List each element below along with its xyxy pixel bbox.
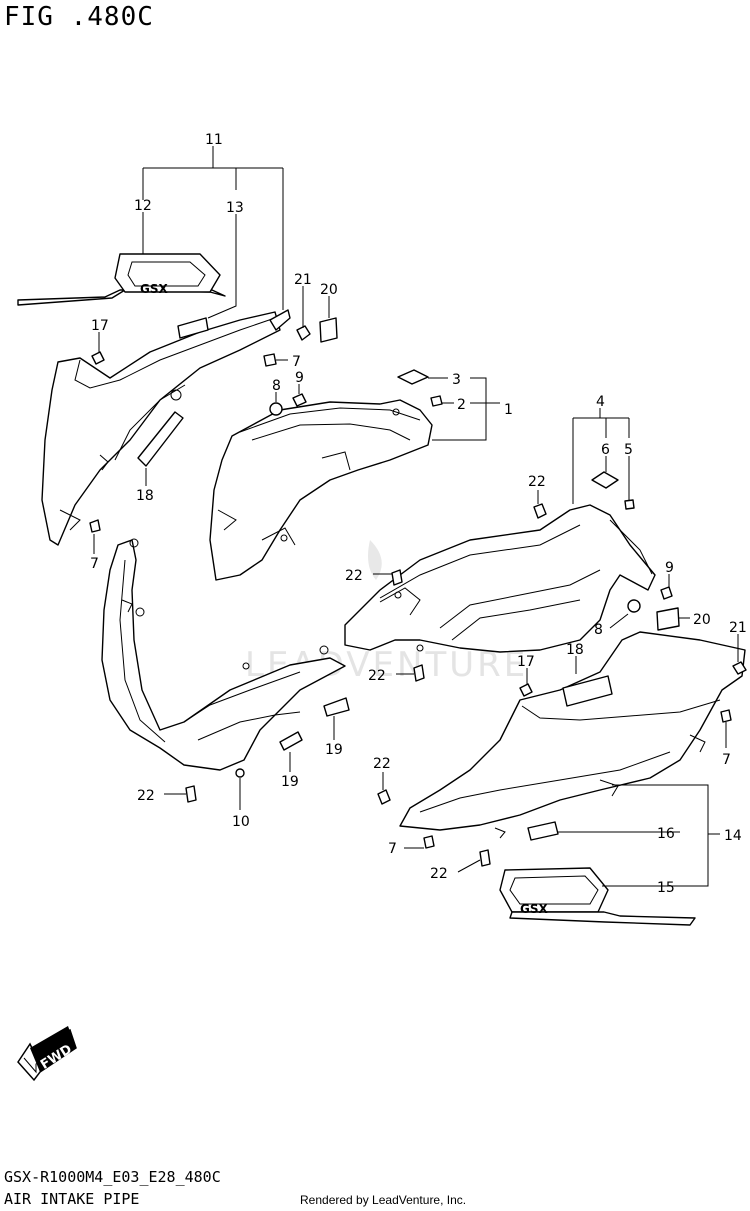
- callout-13: 13: [226, 200, 244, 216]
- fwd-direction-arrow: FWD: [17, 1026, 77, 1082]
- section-name: AIR INTAKE PIPE: [4, 1190, 140, 1208]
- pad-3: [397, 369, 429, 385]
- callout-9-top: 9: [295, 370, 304, 386]
- callout-22-mid: 22: [345, 568, 363, 584]
- grommet-21-top: [296, 325, 311, 341]
- pad-6: [591, 471, 619, 489]
- callout-22-left: 22: [137, 788, 155, 804]
- callout-20-top: 20: [320, 282, 338, 298]
- callout-16: 16: [657, 826, 675, 842]
- right-lower-cowl: [399, 631, 746, 839]
- pad-18-right: [562, 675, 613, 707]
- left-upper-cowl: [41, 309, 291, 546]
- pad-19-a: [279, 731, 303, 751]
- screw-17-right: [519, 683, 533, 697]
- leader-lines: [93, 146, 739, 887]
- logo-decal-text-lower: GSX: [520, 902, 548, 916]
- callout-22-bottom-a: 22: [373, 756, 391, 772]
- render-credit: Rendered by LeadVenture, Inc.: [300, 1193, 467, 1207]
- callout-15: 15: [657, 880, 675, 896]
- bolt-22-right-top: [533, 503, 547, 519]
- callout-18-left: 18: [136, 488, 154, 504]
- callout-numbers: 11 12 13 21 20 17 7 8 9 3 2 1 4 6 5 18 2…: [90, 132, 747, 896]
- screw-17-top: [91, 351, 105, 365]
- callout-11: 11: [205, 132, 223, 148]
- callout-8-top: 8: [272, 378, 281, 394]
- pad-5: [624, 499, 635, 510]
- bolt-22-left: [185, 785, 197, 803]
- logo-decal-text: GSX: [140, 282, 168, 296]
- callout-7-left: 7: [90, 556, 99, 572]
- screw-9-right: [660, 586, 673, 600]
- callout-22-bottom-b: 22: [430, 866, 448, 882]
- callout-9-right: 9: [665, 560, 674, 576]
- bolt-22-center: [413, 664, 425, 682]
- callout-7-bottom: 7: [388, 841, 397, 857]
- callout-7-top: 7: [292, 354, 301, 370]
- clip-7-top: [263, 353, 277, 367]
- callout-3: 3: [452, 372, 461, 388]
- callout-18-right: 18: [566, 642, 584, 658]
- pad-18-left: [137, 411, 184, 467]
- callout-14: 14: [724, 828, 742, 844]
- screw-9-top: [292, 393, 307, 407]
- callout-6: 6: [601, 442, 610, 458]
- air-intake-duct: [209, 399, 433, 581]
- callout-5: 5: [624, 442, 633, 458]
- callout-19-left: 19: [281, 774, 299, 790]
- pad-2: [430, 395, 443, 407]
- callout-10: 10: [232, 814, 250, 830]
- right-air-duct: [344, 504, 656, 653]
- grommet-21-right: [732, 661, 747, 675]
- upper-decal-gsx: GSX: [17, 253, 226, 306]
- callout-22-center: 22: [368, 668, 386, 684]
- callout-8-right: 8: [594, 622, 603, 638]
- callout-21-top: 21: [294, 272, 312, 288]
- callout-17-top: 17: [91, 318, 109, 334]
- pad-13: [177, 317, 209, 339]
- callout-17-right: 17: [517, 654, 535, 670]
- left-lower-cowl: [101, 538, 346, 771]
- bolt-22-mid: [391, 569, 403, 586]
- lower-decal-gsx: GSX: [499, 867, 696, 926]
- clip-7-right: [720, 709, 732, 723]
- pad-19-b: [323, 697, 350, 717]
- callout-4: 4: [596, 394, 605, 410]
- bolt-22-bottom-b: [479, 849, 491, 867]
- figure-title: FIG .480C: [4, 2, 154, 32]
- callout-1: 1: [504, 402, 513, 418]
- callout-19-right: 19: [325, 742, 343, 758]
- model-code: GSX-R1000M4_E03_E28_480C: [4, 1168, 221, 1186]
- callout-2: 2: [457, 397, 466, 413]
- callout-21-right: 21: [729, 620, 747, 636]
- callout-22-right-top: 22: [528, 474, 546, 490]
- pad-20-right: [656, 607, 680, 631]
- callout-20-right: 20: [693, 612, 711, 628]
- pad-20-top: [319, 317, 338, 343]
- grommet-8-right: [627, 599, 641, 613]
- callout-7-right: 7: [722, 752, 731, 768]
- clip-7-bottom: [423, 835, 435, 849]
- bolt-22-bottom-a: [377, 789, 391, 805]
- callout-12: 12: [134, 198, 152, 214]
- clip-7-left: [89, 519, 101, 533]
- grommet-8-top: [269, 402, 283, 416]
- washer-10: [235, 768, 245, 778]
- pad-16: [527, 821, 559, 841]
